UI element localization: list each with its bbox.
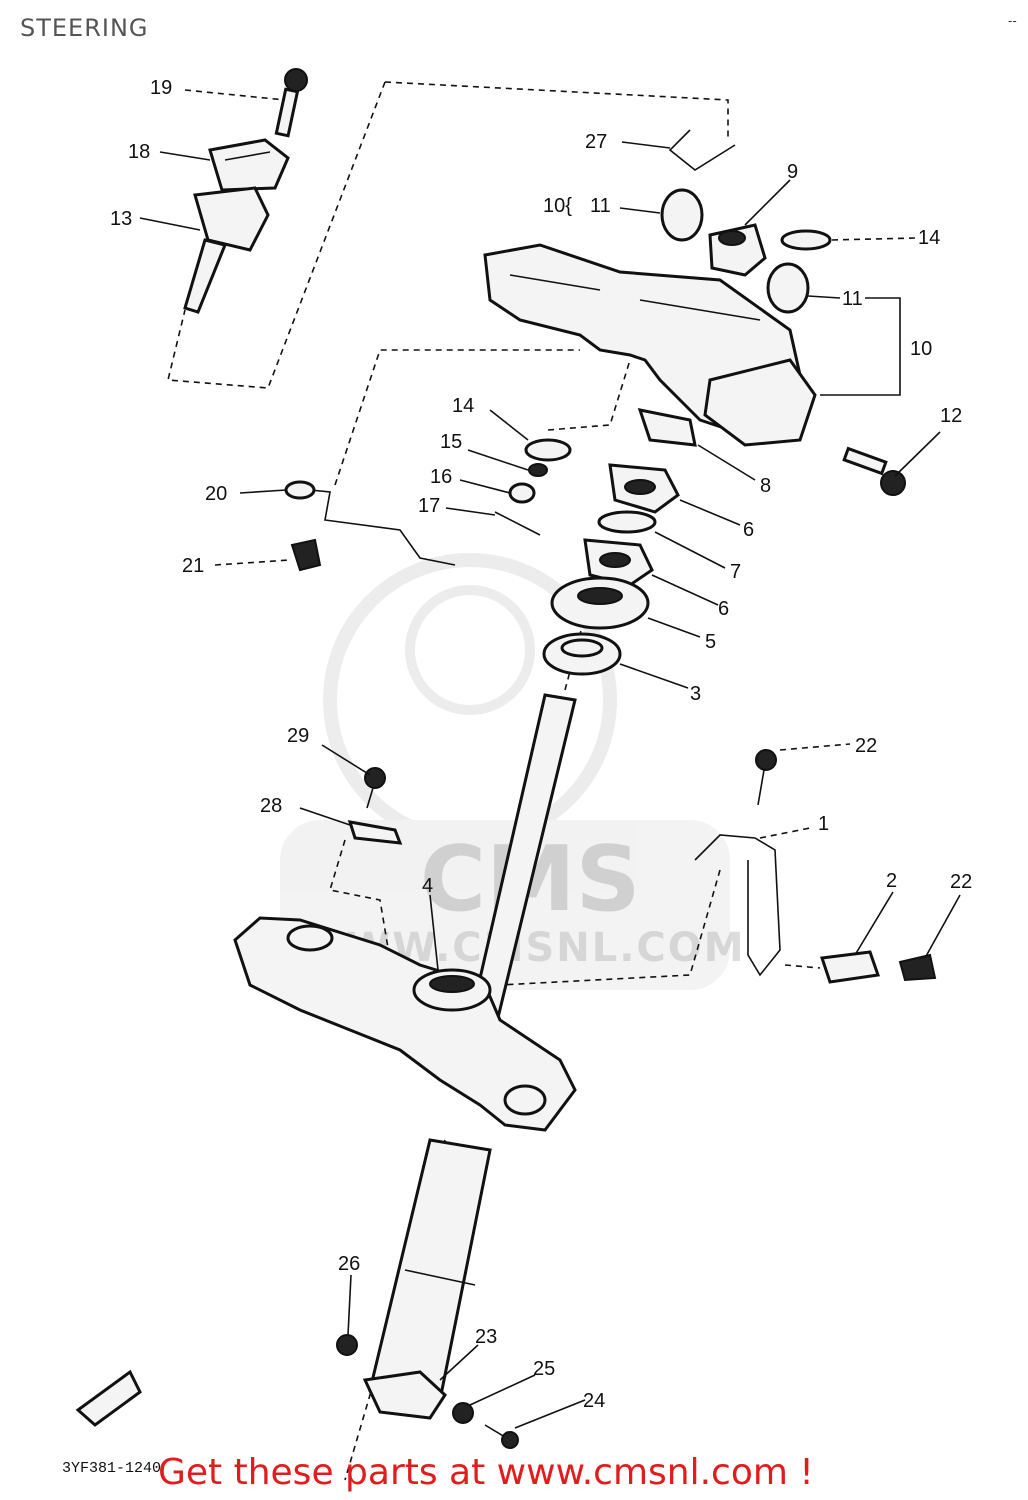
front-arrow-icon bbox=[75, 1369, 142, 1427]
part-24-bolt bbox=[484, 1424, 519, 1449]
part-18-upper-holder bbox=[208, 138, 290, 192]
part-6-ring-nut-lower bbox=[583, 538, 654, 587]
page-title: STEERING bbox=[20, 14, 149, 42]
promo-link[interactable]: Get these parts at www.cmsnl.com ! bbox=[158, 1452, 814, 1493]
part-14-washer-top bbox=[780, 229, 832, 251]
part-14-washer bbox=[524, 438, 572, 462]
callout-28: 28 bbox=[260, 795, 282, 817]
callout-10-brace: 10{ bbox=[543, 195, 572, 217]
part-7-rubber-washer bbox=[597, 510, 657, 534]
ref-line-14 bbox=[547, 359, 631, 431]
callout-21: 21 bbox=[182, 555, 204, 577]
callout-20: 20 bbox=[205, 483, 227, 505]
part-16-collar bbox=[508, 482, 536, 504]
callout-26: 26 bbox=[338, 1253, 360, 1275]
ref-line-28 bbox=[328, 839, 391, 961]
callout-27: 27 bbox=[585, 131, 607, 153]
callout-12: 12 bbox=[940, 405, 962, 427]
part-9-cap-nut bbox=[708, 223, 767, 277]
part-1-brake-hose-bracket bbox=[694, 834, 781, 977]
part-10-upper-bracket bbox=[483, 243, 817, 447]
part-17-screw bbox=[494, 511, 541, 536]
corner-mark: -- bbox=[1008, 14, 1017, 28]
callout-11-upper: 11 bbox=[590, 195, 611, 217]
callout-29: 29 bbox=[287, 725, 309, 747]
ref-line-left bbox=[167, 81, 386, 389]
part-12-pinch-bolt bbox=[842, 446, 906, 496]
part-4-lower-bearing bbox=[412, 968, 492, 1012]
callout-14: 14 bbox=[452, 395, 474, 417]
part-25-washer bbox=[452, 1402, 474, 1424]
part-28-cable-holder bbox=[347, 820, 403, 845]
callout-6-lower: 6 bbox=[718, 598, 729, 620]
part-3-bearing bbox=[542, 632, 622, 676]
callout-1: 1 bbox=[818, 813, 829, 835]
part-11-lower-bushing bbox=[766, 262, 810, 314]
part-22-bolt-upper bbox=[755, 749, 777, 806]
callout-23: 23 bbox=[475, 1326, 497, 1348]
callout-9: 9 bbox=[787, 161, 798, 183]
callout-22-lower: 22 bbox=[950, 871, 972, 893]
callout-13: 13 bbox=[110, 208, 132, 230]
part-13-lower-holder bbox=[183, 186, 270, 314]
callout-25: 25 bbox=[533, 1358, 555, 1380]
part-15-nut bbox=[528, 463, 548, 477]
part-27-cable-clip bbox=[668, 129, 736, 171]
part-26-nut bbox=[336, 1334, 358, 1356]
callout-3: 3 bbox=[690, 683, 701, 705]
ref-line-top bbox=[384, 81, 729, 140]
callout-14-top: 14 bbox=[918, 227, 940, 249]
part-8-lock-washer bbox=[637, 408, 697, 447]
callout-11-lower: 11 bbox=[842, 288, 863, 310]
ref-line-20 bbox=[334, 349, 580, 486]
part-21-bolt bbox=[290, 538, 322, 572]
leader-lines bbox=[139, 89, 961, 1429]
callout-16: 16 bbox=[430, 466, 452, 488]
part-5-bearing-cover bbox=[550, 576, 650, 630]
part-22-bolt-lower bbox=[898, 953, 937, 982]
callout-15: 15 bbox=[440, 431, 462, 453]
callout-22-upper: 22 bbox=[855, 735, 877, 757]
callout-18: 18 bbox=[128, 141, 150, 163]
callout-5: 5 bbox=[705, 631, 716, 653]
callout-2: 2 bbox=[886, 870, 897, 892]
callout-17: 17 bbox=[418, 495, 440, 517]
part-11-upper-bushing bbox=[660, 188, 704, 242]
callout-8: 8 bbox=[760, 475, 771, 497]
part-23-guide bbox=[362, 1370, 447, 1420]
part-2-hose-clamp bbox=[819, 950, 881, 984]
part-29-bolt bbox=[364, 767, 386, 809]
callout-7: 7 bbox=[730, 561, 741, 583]
drawing-code: 3YF381-1240 bbox=[62, 1460, 161, 1477]
callout-6-upper: 6 bbox=[743, 519, 754, 541]
part-lower-tube bbox=[368, 1138, 492, 1402]
callout-numbers: 19 18 13 27 9 10{ 11 14 11 10 12 14 15 1… bbox=[62, 77, 972, 1477]
part-under-bracket bbox=[233, 916, 577, 1132]
callout-10: 10 bbox=[910, 338, 932, 360]
callout-4: 4 bbox=[422, 875, 433, 897]
part-19-bolt bbox=[274, 68, 308, 138]
part-6-ring-nut-upper bbox=[608, 463, 680, 514]
callout-19: 19 bbox=[150, 77, 172, 99]
callout-24: 24 bbox=[583, 1390, 605, 1412]
